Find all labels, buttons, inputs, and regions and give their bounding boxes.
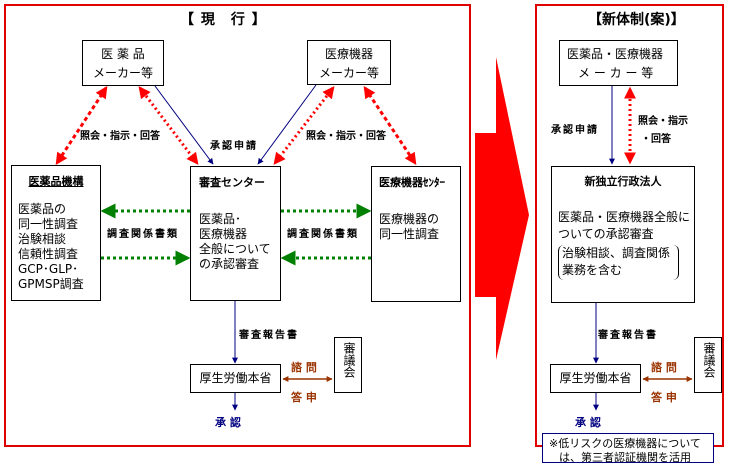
application-arrow-pharma <box>154 85 214 165</box>
council-label: 審議会 <box>342 342 356 378</box>
proposed-maker-box: 医薬品・医療機器 メ ー カ ー 等 <box>559 40 678 86</box>
report-label: 審査報告書 <box>239 330 299 341</box>
proposed-council-label: 審議会 <box>702 342 716 378</box>
review-center-line: 医療機器 <box>199 227 248 241</box>
pharma-org-line: GPMSP調査 <box>18 277 84 291</box>
pharma-org-line: 医薬品の <box>18 202 67 216</box>
proposed-ministry-label: 厚生労働本省 <box>559 371 632 385</box>
review-center-lines: 医薬品･ 医療機器 全般について の承認審査 <box>199 212 271 272</box>
device-center-lines: 医療機器の 同一性調査 <box>379 212 439 242</box>
review-center-line: 全般について <box>199 242 271 256</box>
proposed-system-title: 【新体制(案)】 <box>588 12 685 28</box>
device-center-title: 医療機器ｾﾝﾀｰ <box>379 176 445 189</box>
pharma-org-line: GCP･GLP･ <box>18 262 79 276</box>
review-center-title: 審査センター <box>199 176 265 189</box>
application-label: 承認申請 <box>210 141 258 152</box>
new-agency-line: 医薬品・医療機器全般に <box>558 210 691 224</box>
proposed-approval-label: 承 認 <box>575 416 601 429</box>
pharma-org-line: 治験相談 <box>18 232 67 246</box>
device-center-line: 医療機器の <box>379 212 440 226</box>
device-maker-box: 医療機器 メーカー等 <box>307 40 391 85</box>
docs-label-right: 調査関係書類 <box>287 229 359 240</box>
proposed-maker-line1: 医薬品・医療機器 <box>567 47 664 61</box>
pharma-maker-line2: メーカー等 <box>92 66 153 80</box>
proposed-ministry-box: 厚生労働本省 <box>550 364 641 393</box>
ministry-box: 厚生労働本省 <box>190 364 281 393</box>
pharma-org-line: 信頼性調査 <box>18 247 79 261</box>
pharma-org-box: 医薬品機構 医薬品の 同一性調査 治験相談 信頼性調査 GCP･GLP･ GPM… <box>11 165 101 301</box>
proposed-maker-line2: メ ー カ ー 等 <box>578 66 654 80</box>
device-center-line: 同一性調査 <box>379 227 440 241</box>
device-maker-line2: メーカー等 <box>318 66 379 80</box>
ministry-label: 厚生労働本省 <box>199 371 272 385</box>
device-maker-line1: 医療機器 <box>324 47 373 61</box>
proposed-application-label: 承認申請 <box>551 125 599 136</box>
low-risk-note-line2: は、第三者認証機関を活用 <box>559 451 691 464</box>
application-arrow-device <box>257 84 317 165</box>
proposed-reply-label: 答 申 <box>651 391 677 404</box>
proposed-inquiry-label-1: 照会・指示 <box>638 116 688 127</box>
new-agency-bracket-line: 業務を含む <box>562 263 623 277</box>
new-agency-lines: 医薬品・医療機器全般に ついての承認審査 <box>558 209 690 243</box>
new-agency-box: 新独立行政法人 医薬品・医療機器全般に ついての承認審査 治験相談、調査関係 業… <box>551 166 695 303</box>
inquiry-label-left: 照会・指示・回答 <box>80 131 160 142</box>
proposed-inquiry-label-2: ・回答 <box>641 134 671 145</box>
review-center-box: 審査センター 医薬品･ 医療機器 全般について の承認審査 <box>190 166 281 301</box>
pharma-org-line: 同一性調査 <box>18 217 79 231</box>
inquiry-arrow-pharma-center <box>138 86 199 165</box>
low-risk-note-line1: ※低リスクの医療機器について <box>549 437 701 450</box>
proposed-council-box: 審議会 <box>694 337 722 393</box>
inquiry-arrow-device-center <box>273 86 335 165</box>
low-risk-note: ※低リスクの医療機器について は、第三者認証機関を活用 <box>542 433 714 464</box>
new-agency-bracket-line: 治験相談、調査関係 <box>562 246 671 260</box>
current-system-title: 【 現 行 】 <box>180 12 267 28</box>
review-center-line: 医薬品･ <box>199 212 242 226</box>
pharma-maker-box: 医 薬 品 メーカー等 <box>82 40 164 86</box>
proposed-consult-label: 諮 問 <box>651 361 677 374</box>
inquiry-label-right: 照会・指示・回答 <box>306 131 386 142</box>
pharma-org-lines: 医薬品の 同一性調査 治験相談 信頼性調査 GCP･GLP･ GPMSP調査 <box>18 202 84 292</box>
consult-label: 諮 問 <box>291 361 317 374</box>
docs-label-left: 調査関係書類 <box>107 229 179 240</box>
transition-arrow <box>475 57 529 360</box>
inquiry-arrow-device-devcenter <box>363 86 417 165</box>
council-box: 審議会 <box>334 337 362 393</box>
new-agency-line: ついての承認審査 <box>558 227 654 241</box>
review-center-line: の承認審査 <box>199 257 260 271</box>
inquiry-arrow-pharma-org <box>55 85 108 166</box>
proposed-report-label: 審査報告書 <box>598 330 658 341</box>
new-agency-bracket: 治験相談、調査関係 業務を含む <box>558 245 679 280</box>
pharma-maker-line1: 医 薬 品 <box>101 47 145 61</box>
reply-label: 答 申 <box>291 391 317 404</box>
new-agency-title: 新独立行政法人 <box>584 175 662 188</box>
device-center-box: 医療機器ｾﾝﾀｰ 医療機器の 同一性調査 <box>371 166 461 302</box>
current-system-frame <box>4 4 471 447</box>
approval-label: 承 認 <box>215 416 241 429</box>
pharma-org-title: 医薬品機構 <box>28 175 84 188</box>
